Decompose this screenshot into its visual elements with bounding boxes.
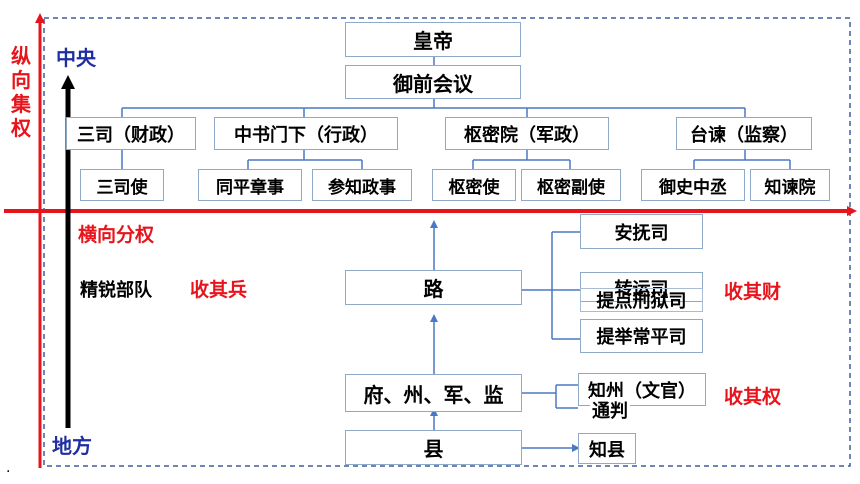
troops-action: 收其兵 xyxy=(190,279,248,301)
horizontal-axis-label: 横向分权 xyxy=(78,224,155,246)
local-tree-lines xyxy=(430,220,580,452)
vertical-axis-char: 向 xyxy=(11,68,31,92)
vertical-axis-char: 纵 xyxy=(11,44,31,68)
lu-office-anfusi: 安抚司 xyxy=(580,214,703,249)
lu-office-zhuanyunsi: 转运司 xyxy=(580,272,703,302)
emperor-box: 皇帝 xyxy=(345,22,521,57)
official-shumishi: 枢密使 xyxy=(432,169,516,201)
county-official: 知县 xyxy=(578,433,636,464)
official-canzhizhengshi: 参知政事 xyxy=(312,169,412,201)
tongpan-label: 通判 xyxy=(590,397,630,423)
dept-taijian: 台谏（监察） xyxy=(676,117,812,150)
dept-sansi: 三司（财政） xyxy=(66,117,196,150)
lu-office-tidianxingyusi: 提点刑狱司 xyxy=(580,288,703,312)
troops-label: 精锐部队 xyxy=(80,280,152,301)
dashed-frame xyxy=(43,17,851,467)
finance-action: 收其财 xyxy=(724,281,782,303)
local-label: 地方 xyxy=(52,434,92,458)
council-box: 御前会议 xyxy=(345,65,521,99)
prefect-official: 知州（文官） xyxy=(578,373,706,406)
official-sansishi: 三司使 xyxy=(80,169,164,201)
dept-zhongshu: 中书门下（行政） xyxy=(214,117,398,150)
official-tongpingzhangshi: 同平章事 xyxy=(198,169,302,201)
prefecture-box: 府、州、军、监 xyxy=(345,374,522,412)
county-box: 县 xyxy=(345,430,522,465)
official-zhijianyuan: 知谏院 xyxy=(750,169,830,201)
dept-shumi: 枢密院（军政） xyxy=(445,117,609,150)
lu-office-tijuchangpingsi: 提举常平司 xyxy=(580,319,703,353)
official-shumifushi: 枢密副使 xyxy=(521,169,621,201)
official-yushizhongcheng: 御史中丞 xyxy=(641,169,745,201)
vertical-axis-char: 权 xyxy=(11,116,31,140)
lu-box: 路 xyxy=(345,270,522,305)
footnote-dot: . xyxy=(6,460,11,476)
central-tree-lines xyxy=(121,57,791,169)
vertical-axis-char: 集 xyxy=(11,92,31,116)
power-action: 收其权 xyxy=(724,386,782,408)
central-label: 中央 xyxy=(56,46,96,70)
vertical-axis-label: 纵 向 集 权 xyxy=(8,44,34,140)
